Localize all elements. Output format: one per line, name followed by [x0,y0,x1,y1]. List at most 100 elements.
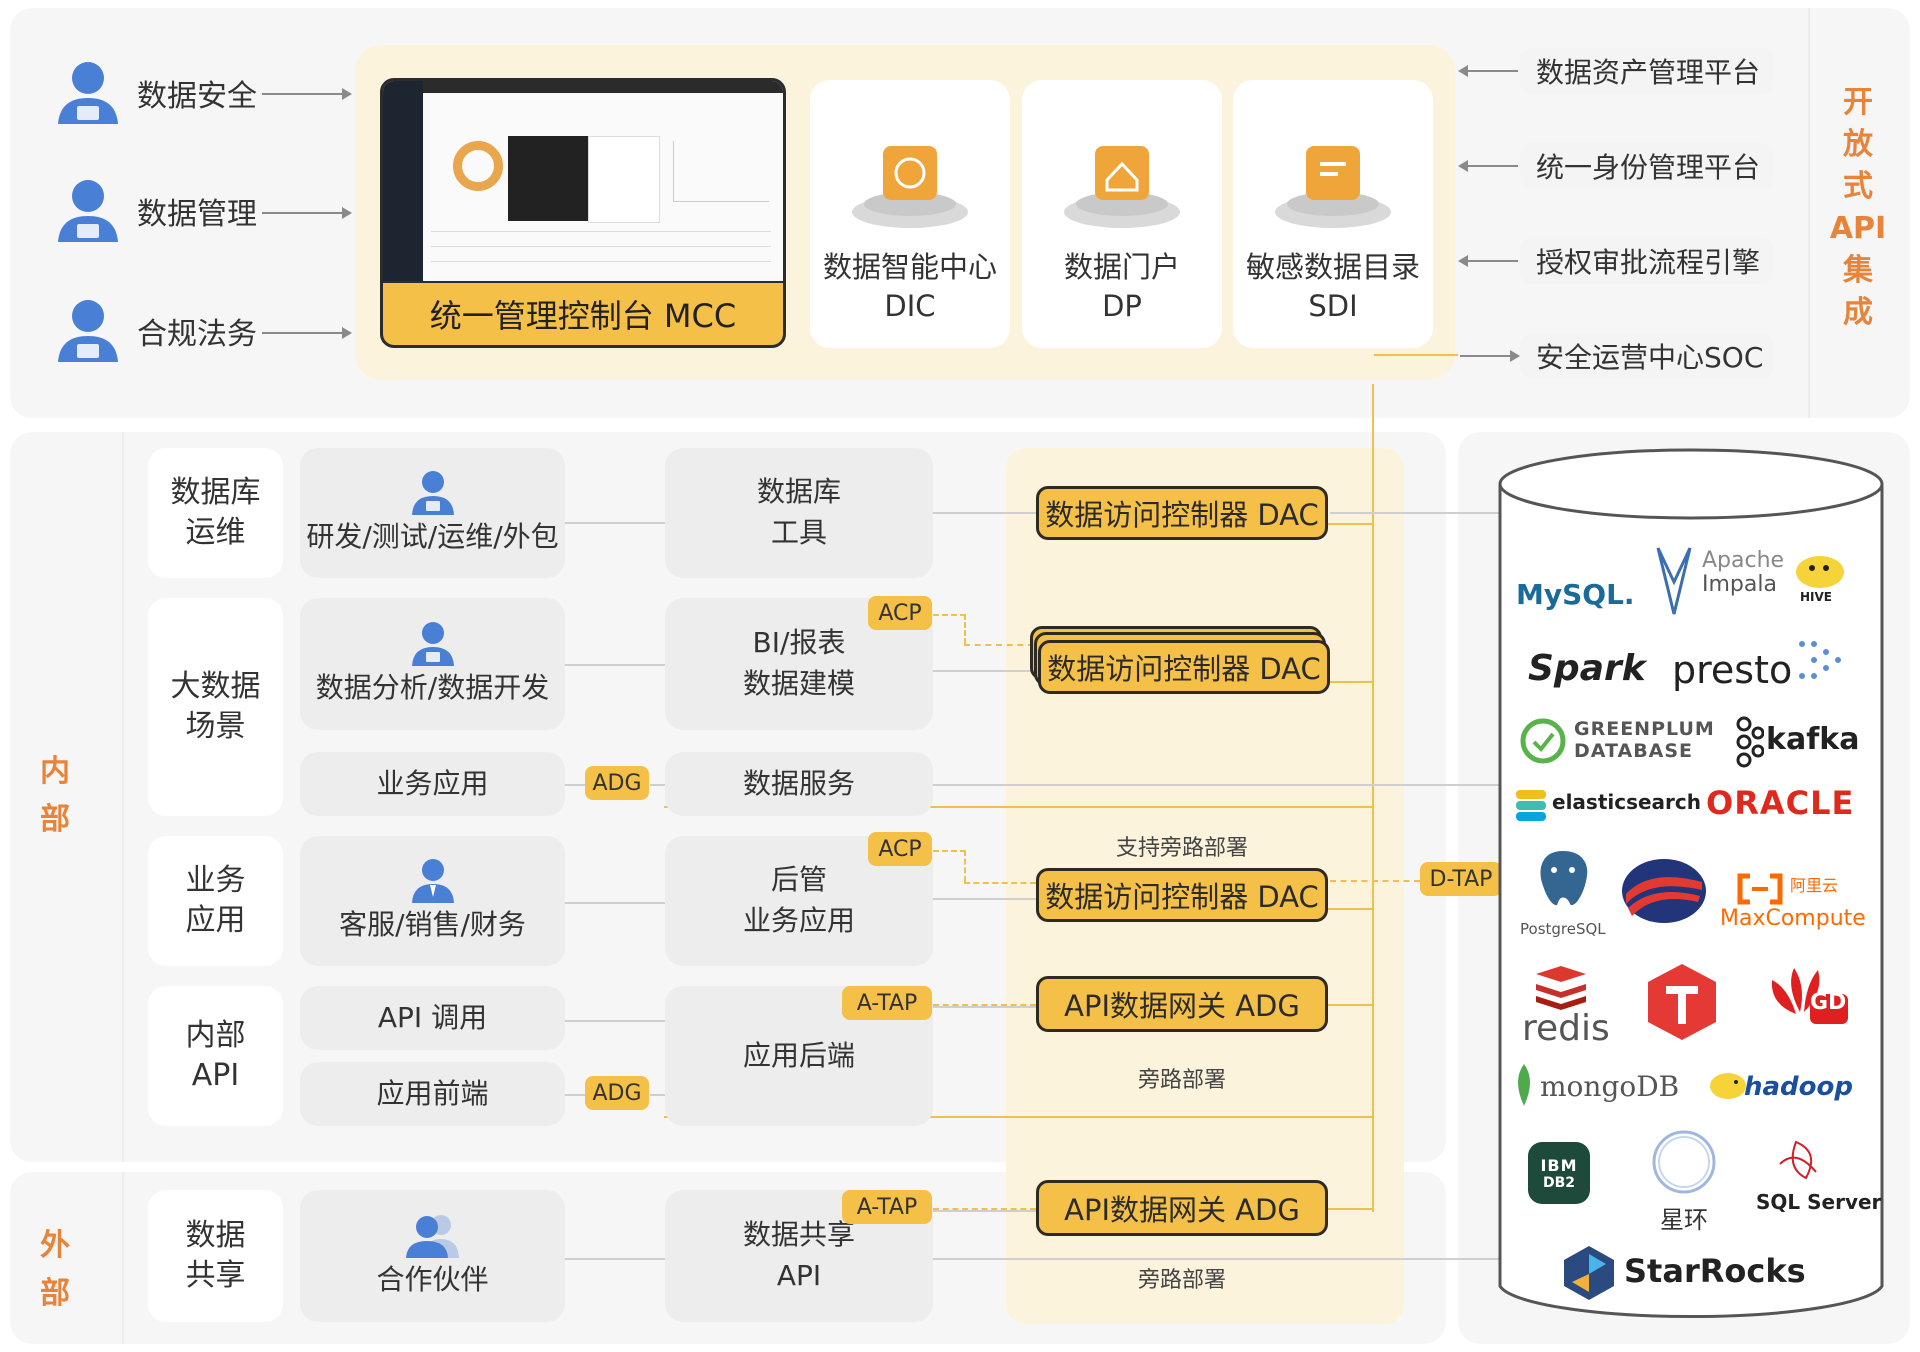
cell-label: 应用后端 [742,1038,855,1072]
flow-line [565,1020,665,1022]
product-dic-icon [852,145,968,228]
integration-label: 数据资产管理平台 [1536,56,1761,89]
integration-soc: 安全运营中心SOC [1520,333,1774,379]
cell-label: API 调用 [377,1000,488,1034]
dtap-dash [1330,880,1420,882]
users-biz: 客服/销售/财务 [300,836,565,966]
row-label-text: 应用 [185,903,246,938]
user-icon [411,858,454,903]
flow-line [565,1258,665,1260]
connector-adg2 [1328,1208,1372,1210]
flow-line [565,902,665,904]
redis-logo: redis [1522,1008,1610,1049]
atap-dash [933,1208,1036,1210]
product-name: 数据智能中心 [822,249,997,284]
greenplum-logo: GREENPLUM [1574,718,1715,740]
user-icon [411,621,454,666]
product-name: 数据门户 [1063,249,1180,284]
adg-tag: ADG [585,766,649,800]
tool-db: 数据库 工具 [665,448,933,578]
user-group-label: 研发/测试/运维/外包 [306,519,559,553]
user-group-label: 客服/销售/财务 [339,907,526,941]
impala-icon [1656,547,1692,615]
row-label-text: API [191,1058,240,1093]
product-code: DP [1102,288,1142,323]
transwarp-logo: 星环 [1660,1206,1708,1234]
row-label-text: 共享 [185,1258,246,1293]
row-label-api: 内部 API [148,986,283,1126]
adg-gateway: API数据网关 ADG [1036,976,1328,1032]
flow-line [565,1094,585,1096]
arrow-int-2 [1458,160,1518,172]
redis-icon [1536,966,1586,1010]
connector-service [664,806,1372,808]
product-code: SDI [1308,288,1358,323]
mysql-logo: MySQL. [1516,578,1635,611]
cell-label: 数据建模 [742,667,855,700]
mongodb-logo: mongoDB [1540,1070,1680,1103]
atap-tag: A-TAP [842,986,932,1020]
acp-dash-vertical [964,614,966,644]
row-label-text: 大数据 [170,668,261,704]
integration-approval-engine: 授权审批流程引擎 [1520,238,1774,284]
cell-label: 后管 [770,863,827,897]
cell-label: API [776,1259,822,1292]
section-char: 内 [40,754,70,789]
flow-line [1330,512,1500,514]
user-icon [58,180,118,242]
tool-data-service: 数据服务 [665,752,933,816]
cell-label: BI/报表 [752,626,846,660]
integration-label: 安全运营中心SOC [1536,341,1764,374]
hadoop-logo: hadoop [1744,1072,1854,1102]
api-frontend: 应用前端 [300,1062,565,1126]
arrow-role-3 [262,327,352,339]
product-dic: 数据智能中心 DIC [810,80,1010,348]
elasticsearch-icon [1516,790,1546,821]
ibm-db2-icon: IBM DB2 [1528,1142,1590,1204]
sqlserver-logo: SQL Server [1756,1190,1882,1214]
row-label-text: 业务 [185,862,246,898]
section-char: 部 [40,802,70,837]
atap-tag: A-TAP [842,1190,932,1224]
bypass-note: 旁路部署 [1137,1268,1226,1293]
hadoop-icon [1710,1073,1746,1099]
starrocks-icon [1564,1246,1614,1300]
acp-dash [933,850,966,852]
row-label-text: 场景 [185,709,246,744]
product-dp-icon [1064,145,1180,228]
product-code: DIC [884,288,936,323]
starrocks-logo: StarRocks [1624,1252,1806,1290]
postgresql-icon [1538,848,1590,908]
flow-line [933,1210,1036,1212]
row-label-text: 数据 [185,1217,246,1253]
user-group-label: 数据分析/数据开发 [315,670,550,704]
aliyun-icon [1737,873,1783,905]
gd-logo: GD [1810,990,1847,1015]
mongodb-icon [1518,1064,1530,1106]
kafka-icon [1736,716,1764,768]
internal-divider [122,432,124,1162]
acp-dash-vertical [964,850,966,882]
user-group-label: 合作伙伴 [376,1262,489,1296]
role-label: 数据安全 [137,79,257,114]
mcc-screenshot [383,81,783,281]
users-bigdata: 数据分析/数据开发 [300,598,565,730]
external-divider [122,1172,124,1344]
cell-label: 业务应用 [742,904,855,937]
connector-frontend [664,1116,1372,1118]
flow-line [933,512,1036,514]
section-char: 外 [40,1228,70,1263]
bypass-support-note: 支持旁路部署 [1115,836,1248,861]
maxcompute-logo: MaxCompute [1720,906,1866,931]
flow-line [565,784,585,786]
spark-logo: Spark [1528,648,1646,689]
user-icon [58,62,118,124]
connector-soc [1374,354,1458,356]
api-char: 开 [1843,85,1873,120]
cell-label: 数据共享 [742,1218,855,1252]
user-icon [58,300,118,362]
arrow-int-1 [1458,65,1518,77]
integration-identity-platform: 统一身份管理平台 [1520,143,1774,189]
connector-dac1 [1328,523,1372,525]
elasticsearch-logo: elasticsearch [1552,790,1702,814]
